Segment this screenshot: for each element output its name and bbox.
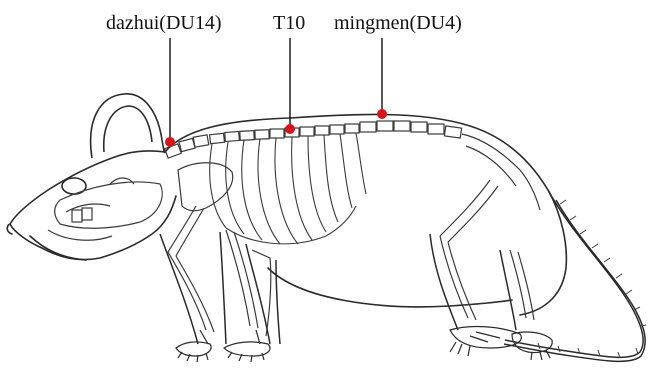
ear — [91, 94, 165, 158]
hind-paw — [450, 327, 552, 360]
dazhui-label: dazhui(DU14) — [106, 12, 222, 34]
t10-marker — [285, 124, 295, 134]
spine — [165, 121, 540, 210]
mingmen-label: mingmen(DU4) — [334, 12, 462, 34]
t10-label: T10 — [273, 12, 305, 34]
mingmen-marker — [377, 109, 387, 119]
skull — [48, 178, 162, 240]
pointer-lines — [170, 38, 382, 142]
ribcage — [210, 133, 366, 244]
dazhui-marker — [165, 137, 175, 147]
forelimb-outline — [160, 232, 280, 344]
forelimb — [168, 163, 271, 336]
front-paw — [176, 330, 270, 362]
tail-vertebrae — [538, 200, 646, 358]
hindlimb — [440, 180, 534, 320]
